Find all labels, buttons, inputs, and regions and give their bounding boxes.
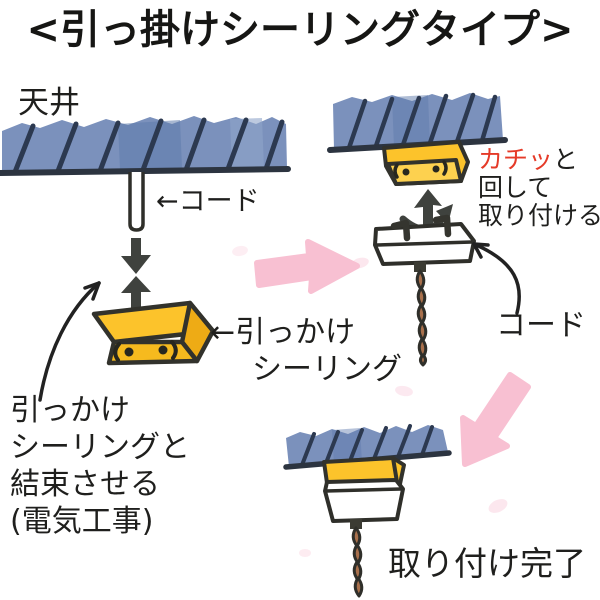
cord-label-2: コード <box>496 308 586 343</box>
wiring-note-line3: 結束させる <box>10 467 160 502</box>
ceiling3-shade-patch <box>332 428 362 465</box>
wiring-note-line2: シーリングと <box>10 430 190 465</box>
mounted-hikkake-body-3 <box>322 456 406 486</box>
attach-instruction: カチッと 回して 取り付ける <box>478 146 600 230</box>
attach-instruction-line3: 取り付ける <box>478 201 600 230</box>
fixture-box <box>373 214 476 266</box>
twisted-cord-2 <box>414 262 428 367</box>
ceiling-label: 天井 <box>18 85 80 121</box>
hikkake-label-line1: ←引っかけ <box>210 315 356 350</box>
twisted-cord-3 <box>350 519 364 598</box>
attach-instruction-line2: 回して <box>478 173 553 202</box>
ceiling-base-line <box>0 166 291 176</box>
ceiling3-hatch-lines <box>300 424 434 467</box>
pink-arrow-right-icon <box>254 239 360 294</box>
down-arrow-icon <box>121 238 151 274</box>
wiring-note-line1: 引っかけ <box>10 393 130 428</box>
click-sound-text: カチッ <box>478 145 554 174</box>
step1-ceiling-drawing <box>0 116 291 402</box>
pink-bleed-spots <box>232 245 508 557</box>
wiring-note-line4: (電気工事) <box>10 504 154 539</box>
mounted-hikkake-holes <box>393 160 448 179</box>
up-arrow-icon <box>121 276 151 311</box>
ceiling-hatch-lines <box>12 117 285 175</box>
ceiling2-hatch-lines <box>346 92 498 151</box>
attach-instruction-line1: カチッと <box>478 146 600 174</box>
cord-line <box>128 172 145 232</box>
step3-complete-drawing <box>283 424 452 598</box>
fixture-box-3 <box>323 478 405 523</box>
hikkake-label-line2: シーリング <box>252 352 402 387</box>
hikkake-contact-holes <box>113 340 178 362</box>
step2-mount-drawing <box>327 92 521 367</box>
complete-caption: 取り付け完了 <box>388 544 586 583</box>
cord-label-1: ←コード <box>156 186 260 217</box>
cord-pointer-arrow <box>472 242 521 315</box>
hikkake-ceiling-body <box>91 300 216 366</box>
push-up-arrow-icon <box>414 189 442 234</box>
click-suffix-text: と <box>553 145 579 174</box>
ceiling-light-patch <box>230 118 264 169</box>
fixture-hook-blades <box>390 214 452 242</box>
page-title: <引っ掛けシーリングタイプ> <box>26 7 574 53</box>
wiring-note: 引っかけ シーリングと 結束させる (電気工事) <box>10 392 190 540</box>
curved-pointer-arrow <box>38 281 101 402</box>
mounted-hikkake-body <box>382 140 470 186</box>
pink-arrow-down-icon <box>460 372 531 467</box>
